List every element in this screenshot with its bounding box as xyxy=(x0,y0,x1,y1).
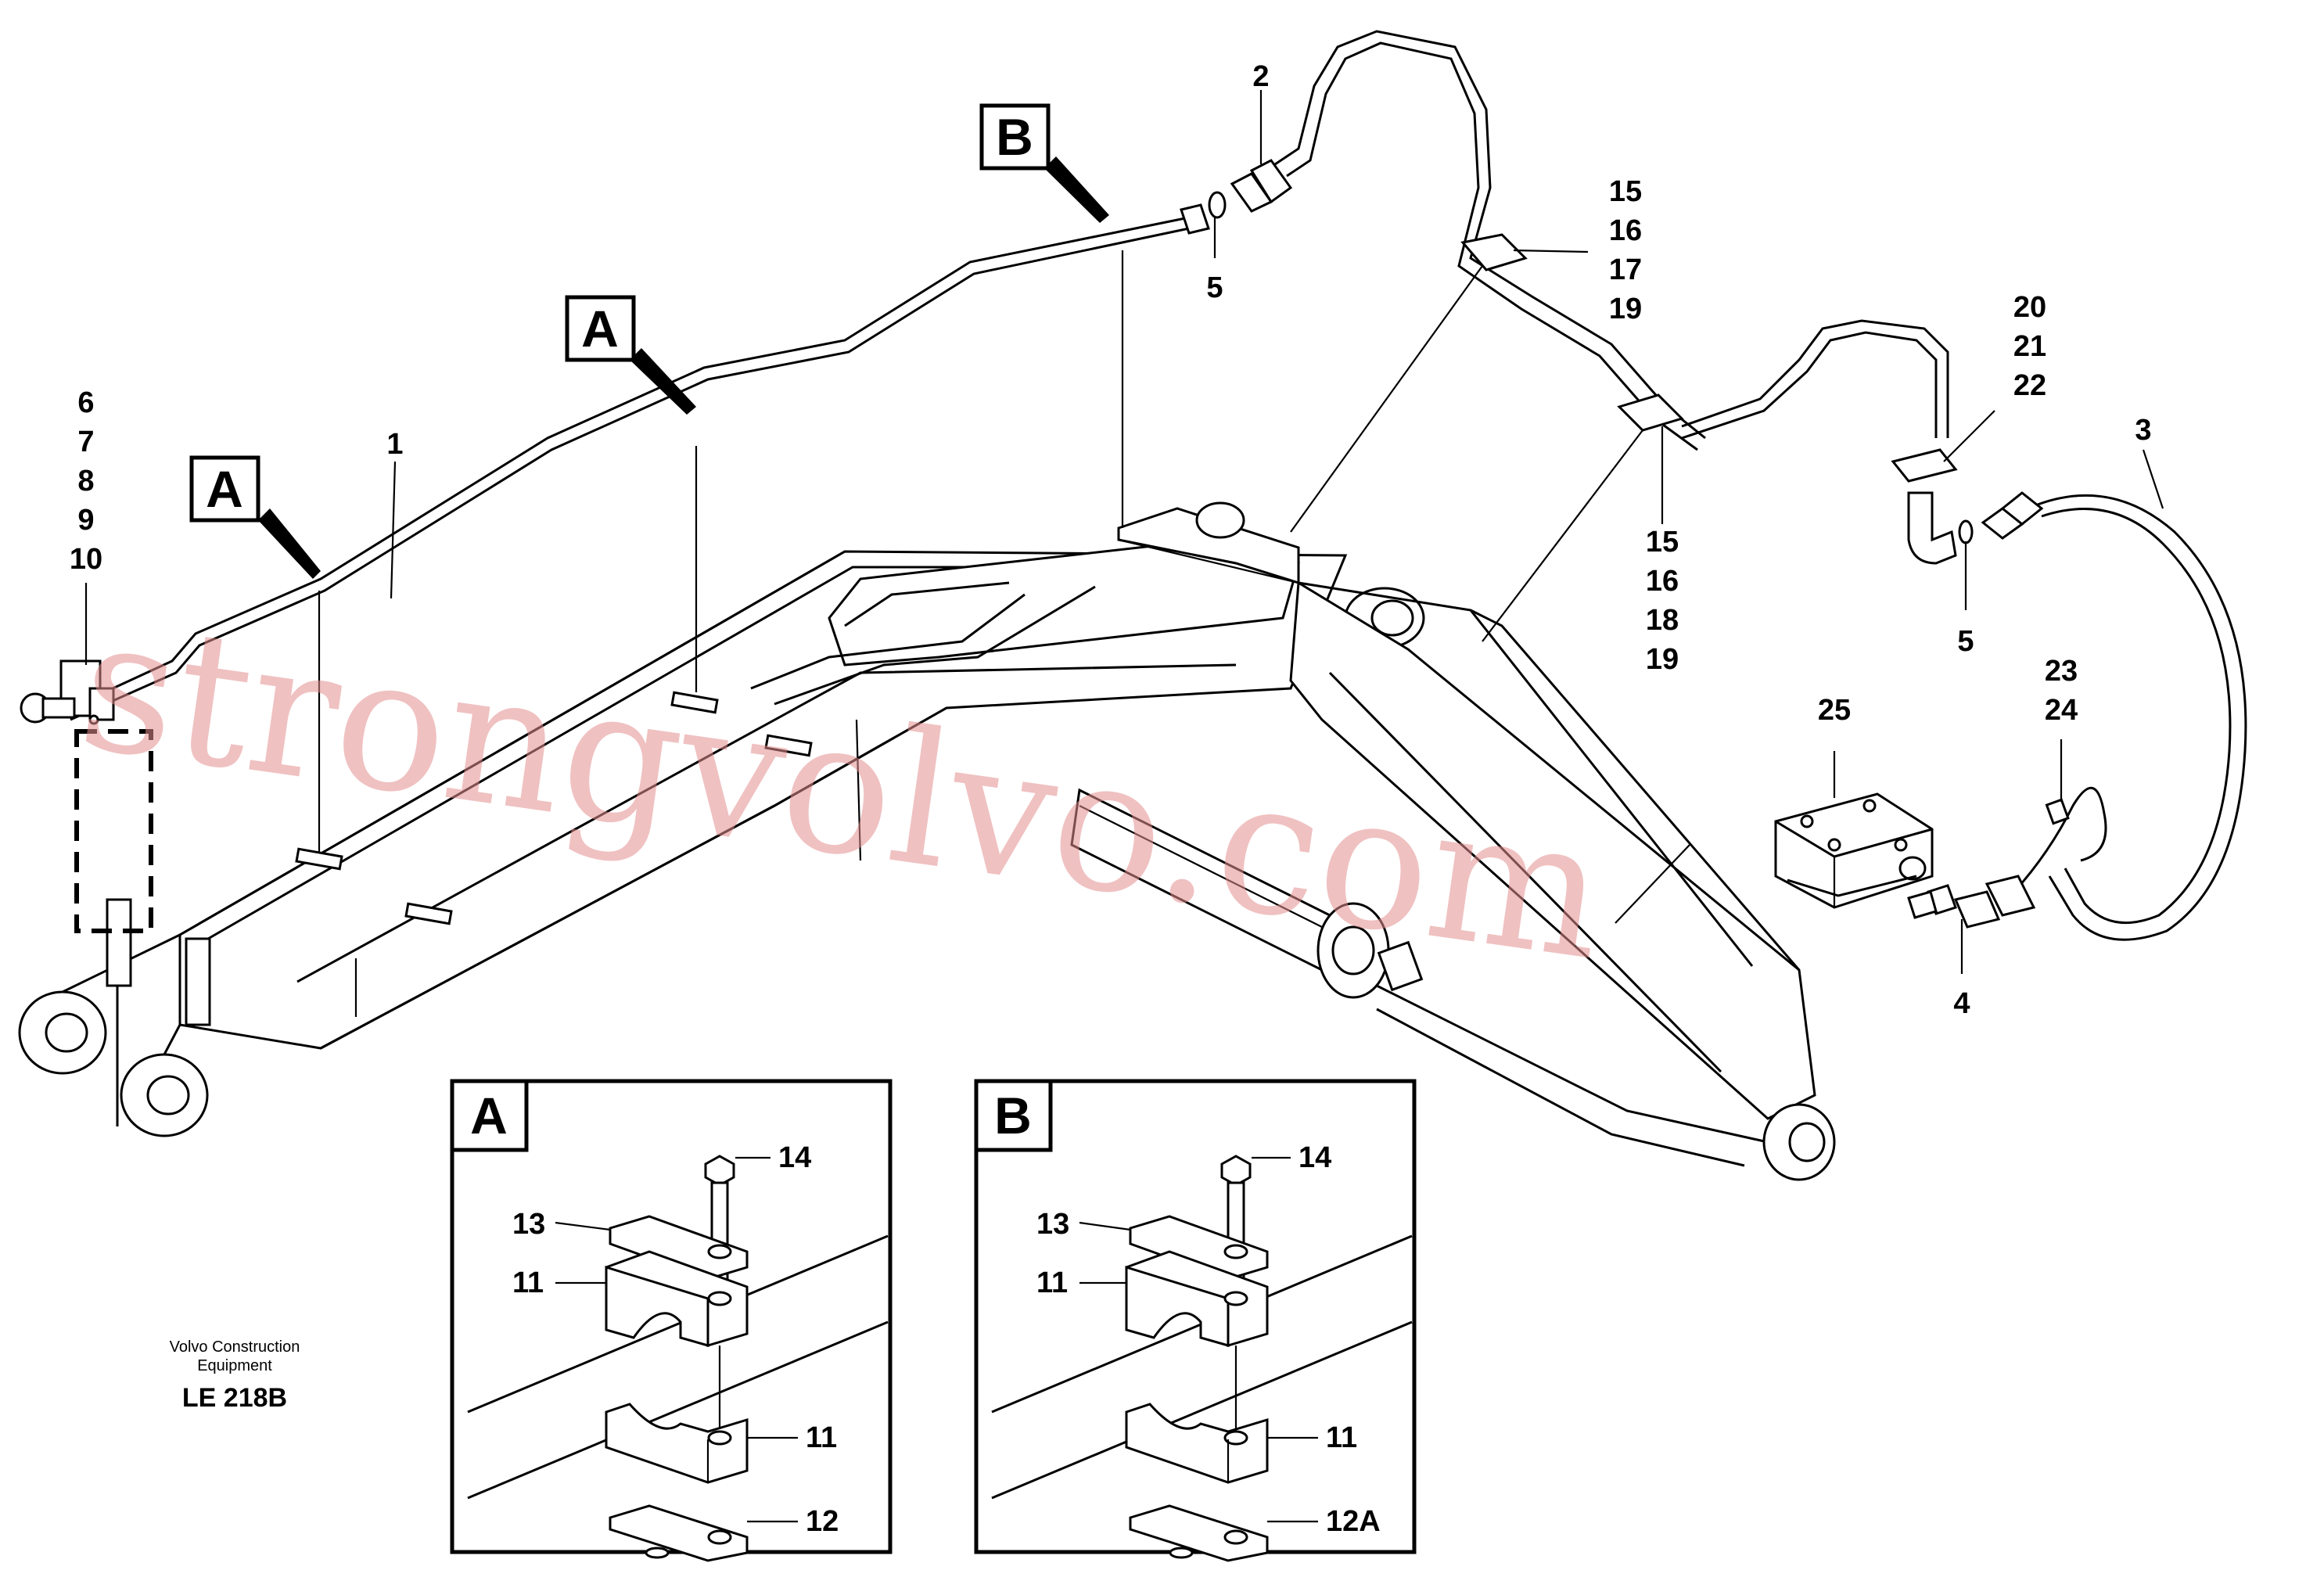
detail-b-label-11-top: 11 xyxy=(1036,1266,1068,1299)
detail-a-label-13: 13 xyxy=(512,1208,545,1241)
callout-8: 8 xyxy=(77,465,94,498)
callout-17: 17 xyxy=(1609,253,1642,286)
detail-b-label-13: 13 xyxy=(1036,1208,1069,1241)
detail-a-label-14: 14 xyxy=(778,1141,811,1174)
flag-letter: A xyxy=(206,460,243,518)
drawing-credit: Volvo Construction Equipment LE 218B xyxy=(170,1338,300,1413)
callout-19-top: 19 xyxy=(1609,293,1642,325)
callout-16-top: 16 xyxy=(1609,214,1642,247)
callout-16-bottom: 16 xyxy=(1646,565,1679,598)
callout-2: 2 xyxy=(1252,60,1269,93)
callout-10: 10 xyxy=(70,543,102,576)
detail-letter: A xyxy=(470,1087,508,1144)
detail-view-b: B 14 13 11 11 12A xyxy=(974,1079,1417,1562)
callout-9: 9 xyxy=(77,504,94,537)
callout-22: 22 xyxy=(2013,369,2046,402)
leader-lines xyxy=(84,90,2164,974)
callout-5-right: 5 xyxy=(1957,625,1974,658)
callout-15-top: 15 xyxy=(1609,175,1642,208)
callout-20: 20 xyxy=(2013,291,2046,324)
callout-18: 18 xyxy=(1646,604,1679,637)
section-flag-b-top: B xyxy=(979,103,1051,171)
callout-3: 3 xyxy=(2135,414,2151,447)
callout-21: 21 xyxy=(2013,330,2046,363)
detail-b-label-12a: 12A xyxy=(1326,1505,1381,1538)
detail-a-label-11-top: 11 xyxy=(512,1266,544,1299)
flag-letter: A xyxy=(581,300,619,357)
drawing-code: LE 218B xyxy=(182,1383,287,1413)
callout-15-bottom: 15 xyxy=(1646,526,1679,559)
callout-23: 23 xyxy=(2045,655,2078,688)
detail-b-label-14: 14 xyxy=(1298,1141,1331,1174)
callout-4: 4 xyxy=(1953,987,1970,1020)
section-flag-a-mid: A xyxy=(565,295,636,362)
credit-line-1: Volvo Construction xyxy=(170,1338,300,1356)
callout-numbers: 1 2 3 4 5 5 6 7 8 9 10 15 16 17 19 15 16… xyxy=(70,60,2152,1020)
hydraulic-lines xyxy=(20,30,2247,941)
detail-a-label-11-bottom: 11 xyxy=(806,1421,837,1454)
callout-5-top: 5 xyxy=(1206,271,1223,304)
boom-structure xyxy=(18,501,1836,1181)
flag-letter: B xyxy=(996,108,1033,166)
section-flag-a-left: A xyxy=(189,455,260,523)
credit-line-2: Equipment xyxy=(197,1357,272,1374)
callout-7: 7 xyxy=(77,426,94,458)
detail-letter: B xyxy=(994,1087,1032,1144)
detail-b-label-11-bottom: 11 xyxy=(1326,1421,1357,1454)
callout-1: 1 xyxy=(386,428,403,461)
detail-a-label-12: 12 xyxy=(806,1505,839,1538)
callout-25: 25 xyxy=(1818,694,1851,727)
callout-19-bottom: 19 xyxy=(1646,643,1679,676)
callout-24: 24 xyxy=(2045,694,2078,727)
detail-view-a: A 14 13 11 11 1 xyxy=(450,1079,893,1562)
callout-6: 6 xyxy=(77,386,94,419)
